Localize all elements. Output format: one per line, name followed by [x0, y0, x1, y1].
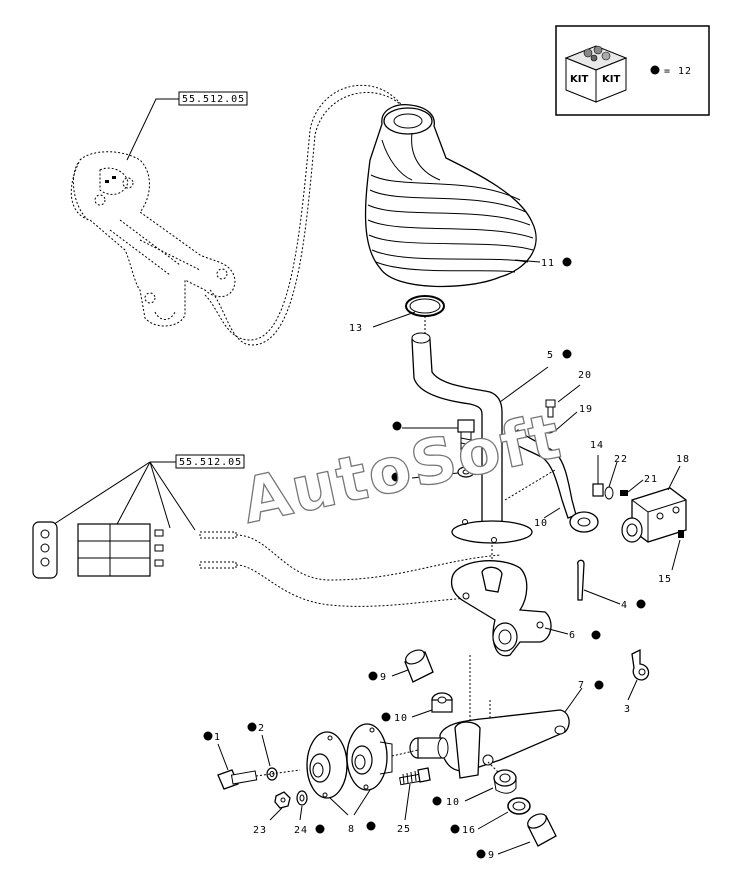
callout-1: 1 — [214, 732, 221, 743]
part-lever-5 — [411, 332, 533, 544]
callout-10-lower: 10 — [446, 797, 460, 808]
kit-legend: KIT KIT = 12 — [555, 25, 710, 116]
part-nut-23 — [274, 791, 291, 809]
kit-equals-text: = 12 — [664, 66, 692, 77]
callout-11-bullet — [562, 257, 572, 267]
callout-9-upper: 9 — [380, 672, 387, 683]
part-pin-4 — [577, 559, 585, 601]
callout-24-bullet — [315, 824, 325, 834]
callout-9-upper-bullet — [368, 671, 378, 681]
callout-7: 7 — [578, 680, 585, 691]
kit-text-left: KIT — [570, 74, 588, 85]
part-base-6 — [450, 560, 552, 657]
callout-4-bullet — [636, 599, 646, 609]
callout-11: 11 — [541, 258, 555, 269]
part-clip-3 — [631, 648, 650, 681]
callout-8-bullet — [366, 821, 376, 831]
part-bracket-18 — [621, 487, 687, 543]
callout-9-lower-bullet — [476, 849, 486, 859]
part-bushing-10-mid — [431, 692, 453, 713]
callout-10-mid: 10 — [394, 713, 408, 724]
callout-15: 15 — [658, 574, 672, 585]
reference-middle-text: 55.512.05 — [179, 457, 242, 468]
callout-2-lower-bullet — [247, 722, 257, 732]
kit-bullet — [650, 65, 660, 75]
reference-top-text: 55.512.05 — [182, 94, 245, 105]
callout-2-upper: 2 — [403, 473, 410, 484]
callout-10-mid-bullet — [381, 712, 391, 722]
callout-16: 16 — [462, 825, 476, 836]
callout-5-bullet — [562, 349, 572, 359]
callout-21: 21 — [644, 474, 658, 485]
joystick-handle — [70, 84, 411, 346]
callout-3: 3 — [624, 704, 631, 715]
part-nut-14 — [592, 483, 604, 497]
callout-24: 24 — [294, 825, 308, 836]
part-hub-8 — [306, 723, 393, 799]
callout-2-upper-bullet — [391, 472, 401, 482]
callout-23: 23 — [253, 825, 267, 836]
callout-25: 25 — [397, 824, 411, 835]
part-bushing-10-lower — [493, 769, 517, 794]
callout-7-bullet — [594, 680, 604, 690]
callout-5: 5 — [547, 350, 554, 361]
callout-9-lower: 9 — [488, 850, 495, 861]
callout-16-bullet — [450, 824, 460, 834]
watermark-text: AutoSoft — [236, 399, 568, 538]
reference-top: 55.512.05 — [126, 91, 248, 161]
part-bolt-1-lower — [217, 767, 278, 790]
callout-22: 22 — [614, 454, 628, 465]
callout-20: 20 — [578, 370, 592, 381]
callout-10-lower-bullet — [432, 796, 442, 806]
callout-8: 8 — [348, 824, 355, 835]
callout-1-lower-bullet — [203, 731, 213, 741]
part-washer-24 — [296, 790, 308, 806]
kit-box-icon: KIT KIT — [564, 45, 628, 103]
callout-2-lower: 2 — [258, 723, 265, 734]
part-pin-9-lower — [527, 813, 557, 847]
callout-18: 18 — [676, 454, 690, 465]
part-bolt-upper — [457, 419, 475, 478]
callout-6-bullet — [591, 630, 601, 640]
part-screw-15 — [678, 530, 684, 538]
reference-middle: 55.512.05 — [47, 454, 245, 531]
part-pin-9-upper — [404, 649, 434, 683]
part-bolt-20 — [543, 399, 556, 434]
part-bracket-10 — [511, 429, 599, 533]
callout-13: 13 — [349, 323, 363, 334]
callout-19: 19 — [579, 404, 593, 415]
part-washer-22 — [604, 486, 614, 500]
callout-1-upper-bullet — [392, 421, 402, 431]
part-screw-25 — [399, 767, 431, 786]
callout-10-upper: 10 — [534, 518, 548, 529]
callout-6: 6 — [569, 630, 576, 641]
part-arm-7 — [409, 709, 570, 779]
kit-text-right: KIT — [602, 74, 620, 85]
wiring-harness — [32, 521, 501, 607]
callout-14: 14 — [590, 440, 604, 451]
part-boot-11 — [364, 104, 537, 288]
callout-4: 4 — [621, 600, 628, 611]
part-bolt-21 — [620, 490, 628, 496]
part-washer-16 — [507, 797, 531, 815]
